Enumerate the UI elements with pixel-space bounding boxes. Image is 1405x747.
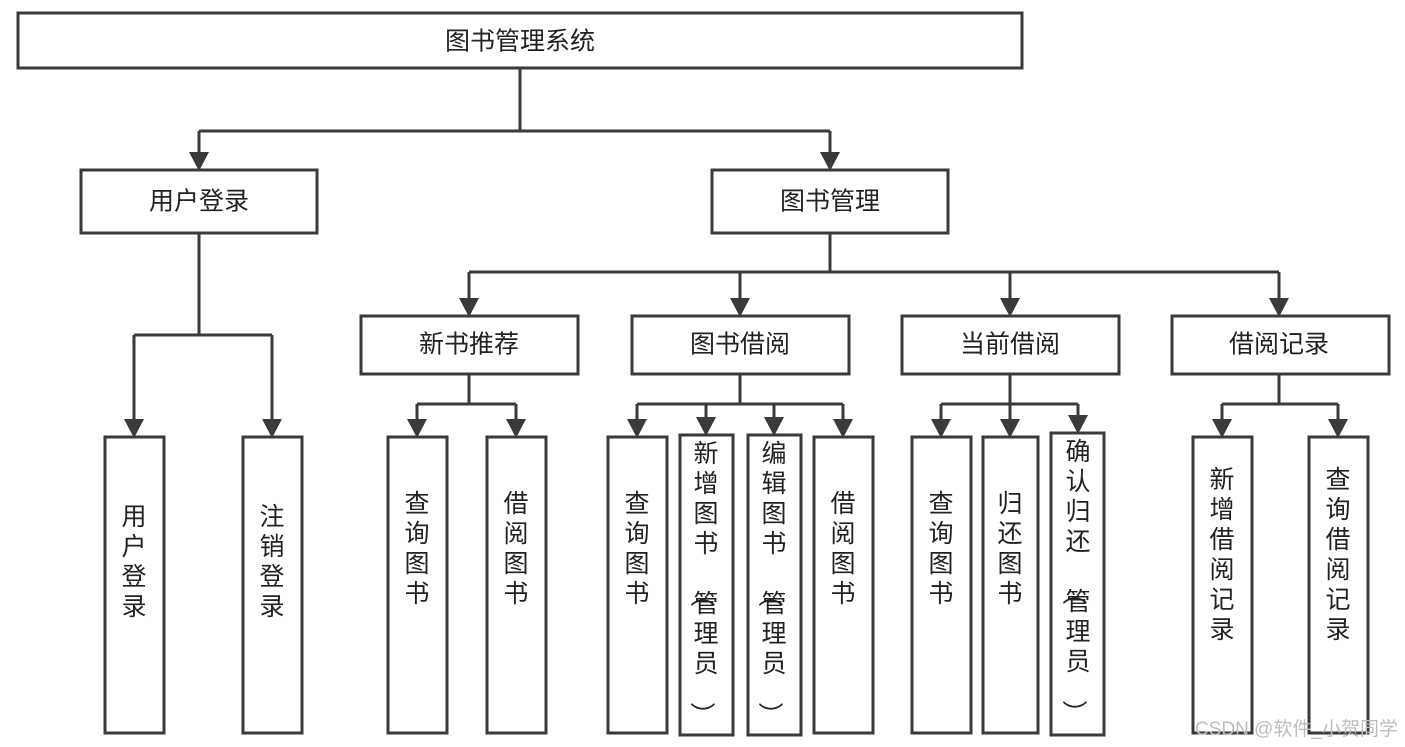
node-leaf-edit-book-admin[interactable]: 编辑图书（管理员） xyxy=(746,433,803,737)
node-user-login[interactable]: 用户登录 xyxy=(79,168,319,235)
node-leaf-query-book-current[interactable]: 查询图书 xyxy=(910,435,973,735)
node-box xyxy=(485,435,548,735)
arrowhead-icon xyxy=(1000,419,1020,438)
node-book-borrow[interactable]: 图书借阅 xyxy=(630,314,851,376)
node-box xyxy=(79,168,319,235)
arrowhead-icon xyxy=(820,152,840,171)
node-leaf-add-borrow-record[interactable]: 新增借阅记录 xyxy=(1191,435,1254,735)
node-leaf-user-login[interactable]: 用户登录 xyxy=(103,435,166,735)
arrowhead-icon xyxy=(262,419,282,438)
node-leaf-logout[interactable]: 注销登录 xyxy=(241,435,304,735)
node-label: 用户登录 xyxy=(149,188,249,216)
arrowhead-icon xyxy=(730,298,750,317)
node-label: 查询图书 xyxy=(404,490,429,608)
arrowhead-icon xyxy=(506,419,526,438)
arrowhead-icon xyxy=(1269,298,1289,317)
arrowhead-icon xyxy=(833,419,853,438)
watermark-label: CSDN @软件_小贺同学 xyxy=(1195,718,1398,740)
node-book-management[interactable]: 图书管理 xyxy=(710,168,950,235)
node-leaf-borrow-book-recommend[interactable]: 借阅图书 xyxy=(485,435,548,735)
node-label: 注销登录 xyxy=(259,503,284,621)
edge-book-borrow-to-leaves xyxy=(627,374,853,438)
arrowhead-icon xyxy=(124,419,144,438)
node-box xyxy=(1307,435,1370,735)
arrowhead-icon xyxy=(1000,298,1020,317)
node-box xyxy=(981,435,1040,735)
node-box xyxy=(812,435,875,735)
node-label: 查询图书 xyxy=(624,490,649,608)
node-label: 新书推荐 xyxy=(419,331,519,359)
node-leaf-add-book-admin[interactable]: 新增图书（管理员） xyxy=(678,433,735,737)
node-box xyxy=(241,435,304,735)
arrowhead-icon xyxy=(407,419,427,438)
node-root-system[interactable]: 图书管理系统 xyxy=(16,11,1024,70)
arrowhead-icon xyxy=(696,417,716,436)
node-box xyxy=(710,168,950,235)
node-box xyxy=(746,433,803,737)
node-label: 用户登录 xyxy=(121,503,146,621)
node-box xyxy=(910,435,973,735)
node-leaf-return-book[interactable]: 归还图书 xyxy=(981,435,1040,735)
node-current-borrow[interactable]: 当前借阅 xyxy=(900,314,1121,376)
arrowhead-icon xyxy=(764,417,784,436)
node-box xyxy=(1049,431,1106,737)
node-label: 新增图书（管理员） xyxy=(687,440,718,727)
node-label: 借阅图书 xyxy=(503,490,528,608)
node-box xyxy=(1191,435,1254,735)
node-new-book-recommend[interactable]: 新书推荐 xyxy=(359,314,580,376)
edge-new-book-to-leaves xyxy=(407,374,526,438)
node-borrow-record[interactable]: 借阅记录 xyxy=(1170,314,1391,376)
node-leaf-query-book-recommend[interactable]: 查询图书 xyxy=(386,435,449,735)
node-label: 查询借阅记录 xyxy=(1325,466,1350,644)
node-box xyxy=(359,314,580,376)
edge-book-mgmt-to-level3 xyxy=(459,233,1289,317)
node-leaf-confirm-return-admin[interactable]: 确认归还（管理员） xyxy=(1049,431,1106,737)
node-box xyxy=(900,314,1121,376)
edge-borrow-record-to-leaves xyxy=(1212,374,1348,438)
arrowhead-icon xyxy=(1212,419,1232,438)
node-label: 查询图书 xyxy=(928,490,953,608)
node-leaf-query-borrow-record[interactable]: 查询借阅记录 xyxy=(1307,435,1370,735)
arrowhead-icon xyxy=(1328,419,1348,438)
node-label: 新增借阅记录 xyxy=(1209,466,1234,644)
node-label: 编辑图书（管理员） xyxy=(755,440,786,727)
arrowhead-icon xyxy=(1068,415,1088,434)
node-label: 借阅图书 xyxy=(830,490,855,608)
edge-root-to-level2 xyxy=(189,68,840,171)
node-box xyxy=(103,435,166,735)
node-box xyxy=(630,314,851,376)
node-box xyxy=(678,433,735,737)
node-label: 图书管理系统 xyxy=(445,28,595,56)
node-leaf-borrow-book-borrow[interactable]: 借阅图书 xyxy=(812,435,875,735)
node-label: 图书借阅 xyxy=(690,331,790,359)
arrowhead-icon xyxy=(459,298,479,317)
node-label: 确认归还（管理员） xyxy=(1059,438,1090,725)
arrowhead-icon xyxy=(189,152,209,171)
edge-user-login-to-leaves xyxy=(124,233,282,438)
node-label: 归还图书 xyxy=(997,490,1022,608)
node-leaf-query-book-borrow[interactable]: 查询图书 xyxy=(606,435,669,735)
node-box xyxy=(606,435,669,735)
node-box xyxy=(386,435,449,735)
node-box xyxy=(1170,314,1391,376)
arrowhead-icon xyxy=(931,419,951,438)
arrowhead-icon xyxy=(627,419,647,438)
edge-current-borrow-to-leaves xyxy=(931,374,1088,438)
node-label: 借阅记录 xyxy=(1229,331,1329,359)
node-box xyxy=(16,11,1024,70)
node-label: 图书管理 xyxy=(780,188,880,216)
node-label: 当前借阅 xyxy=(960,331,1060,359)
